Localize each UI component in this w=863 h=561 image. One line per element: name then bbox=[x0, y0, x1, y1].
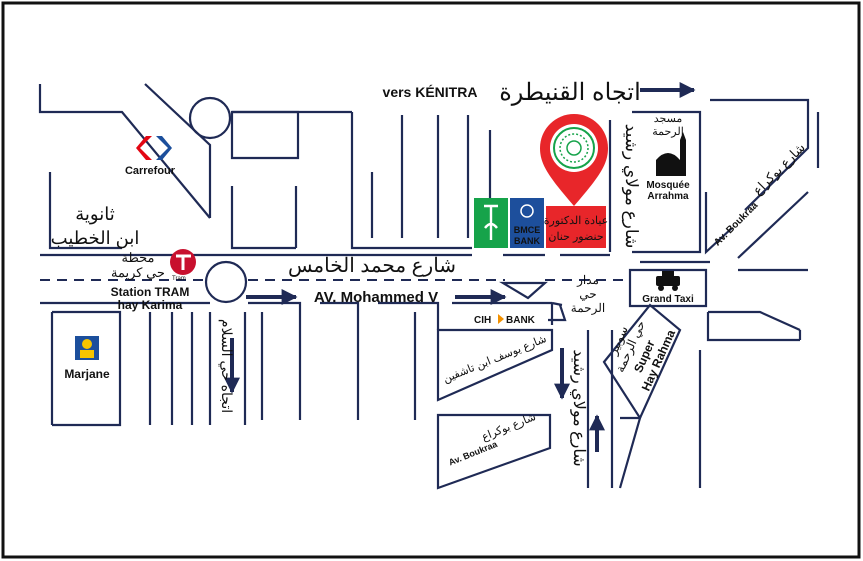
mosque-ar-line1: مسجد bbox=[654, 113, 683, 125]
pharmacy-sign bbox=[474, 198, 508, 248]
street-salam: اتجاه حي السلام bbox=[218, 319, 235, 413]
direction-arrows bbox=[224, 82, 696, 452]
mosque-ar-line2: الرحمة bbox=[652, 126, 684, 138]
bmce-label-line1: BMCE bbox=[514, 225, 541, 235]
school-label-line2: ابن الخطيب bbox=[51, 228, 140, 249]
street-boukraa-top-ar: شارع بوكراع bbox=[750, 140, 809, 199]
street-boukraa-bottom-fr: Av. Boukraa bbox=[447, 439, 499, 468]
roundabout-line3: الرحمة bbox=[571, 301, 605, 315]
clinic-label-box bbox=[546, 206, 606, 248]
street-mohammed-v-ar: شارع محمد الخامس bbox=[288, 255, 456, 277]
tram-ar-line1: محطة bbox=[122, 250, 155, 265]
mosque-fr-line2: Arrahma bbox=[647, 191, 689, 202]
tram-fr-line2: hay Karima bbox=[118, 298, 183, 312]
cih-bank-sign: CIH BANK bbox=[474, 314, 536, 326]
carrefour-logo-icon bbox=[136, 136, 172, 160]
carrefour-label: Carrefour bbox=[125, 165, 176, 177]
clinic-label-line2: حنضور حنان bbox=[548, 231, 603, 243]
heading-kenitra-fr: vers KÉNITRA bbox=[383, 84, 478, 100]
heading-kenitra-ar: اتجاه القنيطرة bbox=[499, 79, 641, 106]
street-moulay-rachid-top: شارع مولاي رشيد bbox=[621, 124, 641, 249]
marjane-logo-icon bbox=[75, 336, 99, 360]
clinic-label-line1: عيادة الدكتورة bbox=[544, 215, 608, 227]
bmce-label-line2: BANK bbox=[514, 236, 540, 246]
mosque-fr-line1: Mosquée bbox=[646, 180, 690, 191]
roundabout-line2: حي bbox=[579, 287, 596, 301]
tram-logo-text: Tram bbox=[172, 276, 186, 282]
cih-bank-label: BANK bbox=[506, 315, 536, 326]
tram-ar-line2: حي كريمة bbox=[111, 265, 165, 281]
tram-logo-icon bbox=[170, 249, 196, 275]
bmce-bank-sign bbox=[510, 198, 544, 248]
street-moulay-rachid-bottom: شارع مولاي رشيد bbox=[570, 349, 587, 466]
grand-taxi-label: Grand Taxi bbox=[642, 294, 694, 305]
mosque-icon bbox=[656, 132, 686, 176]
school-label-line1: ثانوية bbox=[75, 204, 114, 225]
road-network bbox=[38, 83, 820, 490]
street-mohammed-v-fr: AV. Mohammed V bbox=[314, 289, 438, 306]
cih-label: CIH bbox=[474, 315, 491, 326]
tram-fr-line1: Station TRAM bbox=[111, 285, 190, 299]
location-pin-icon bbox=[540, 114, 608, 206]
street-boukraa-top-fr: Av. Boukraa bbox=[712, 200, 761, 249]
roundabout-line1: مدار bbox=[576, 273, 599, 287]
marjane-label: Marjane bbox=[64, 367, 110, 381]
taxi-icon bbox=[656, 271, 680, 291]
